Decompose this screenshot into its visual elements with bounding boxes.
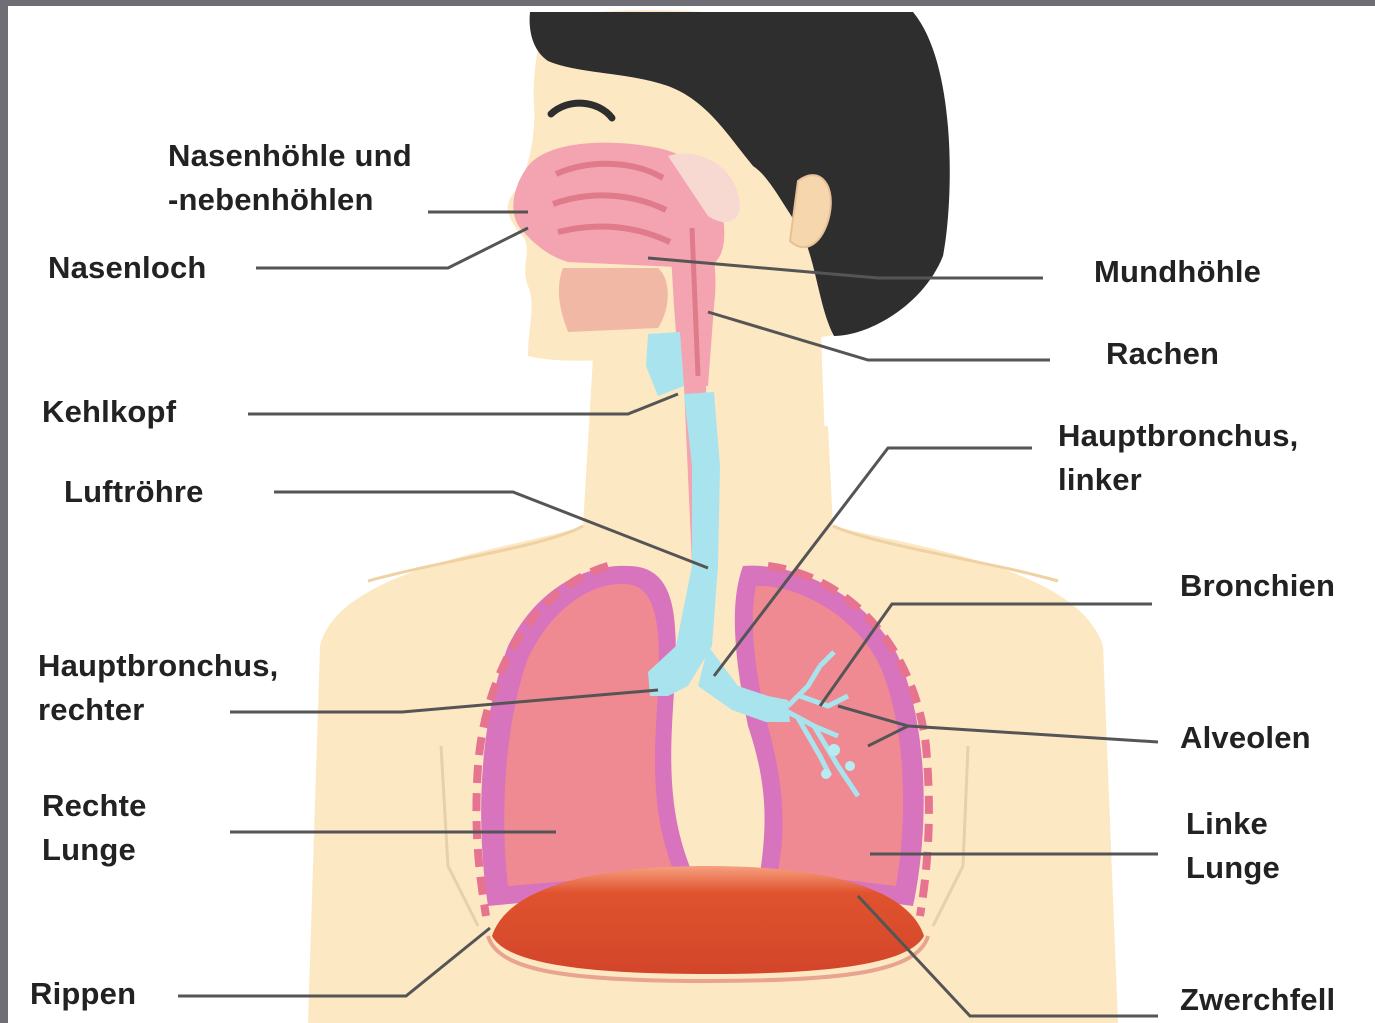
label-nasenloch: Nasenloch bbox=[48, 246, 207, 290]
label-hauptbronchus-rechter-line-2: rechter bbox=[38, 688, 278, 732]
leader-nasenloch bbox=[256, 228, 528, 268]
label-alveolen: Alveolen bbox=[1180, 716, 1311, 760]
label-rippen-line-1: Rippen bbox=[30, 972, 136, 1016]
label-hauptbronchus-rechter-line-1: Hauptbronchus, bbox=[38, 644, 278, 688]
mouth-cavity-shape bbox=[559, 268, 668, 332]
label-rachen-line-1: Rachen bbox=[1106, 332, 1219, 376]
label-rechte-lunge: Rechte Lunge bbox=[42, 784, 147, 872]
label-luftroehre-line-1: Luftröhre bbox=[64, 470, 204, 514]
label-mundhoehle: Mundhöhle bbox=[1094, 250, 1261, 294]
label-rechte-lunge-line-1: Rechte bbox=[42, 784, 147, 828]
label-rechte-lunge-line-2: Lunge bbox=[42, 828, 147, 872]
label-nasenhoehle-line-1: Nasenhöhle und bbox=[168, 134, 412, 178]
label-nasenhoehle-line-2: -nebenhöhlen bbox=[168, 178, 412, 222]
label-linke-lunge: Linke Lunge bbox=[1186, 802, 1280, 890]
label-hauptbronchus-linker-line-2: linker bbox=[1058, 458, 1298, 502]
label-zwerchfell: Zwerchfell bbox=[1180, 978, 1335, 1022]
label-alveolen-line-1: Alveolen bbox=[1180, 716, 1311, 760]
label-luftroehre: Luftröhre bbox=[64, 470, 204, 514]
label-linke-lunge-line-2: Lunge bbox=[1186, 846, 1280, 890]
respiratory-diagram: Nasenhöhle und -nebenhöhlen Nasenloch Ke… bbox=[8, 6, 1375, 1023]
label-zwerchfell-line-1: Zwerchfell bbox=[1180, 978, 1335, 1022]
label-bronchien: Bronchien bbox=[1180, 564, 1335, 608]
label-nasenhoehle: Nasenhöhle und -nebenhöhlen bbox=[168, 134, 412, 222]
label-hauptbronchus-linker-line-1: Hauptbronchus, bbox=[1058, 414, 1298, 458]
label-mundhoehle-line-1: Mundhöhle bbox=[1094, 250, 1261, 294]
label-kehlkopf-line-1: Kehlkopf bbox=[42, 390, 176, 434]
label-rachen: Rachen bbox=[1106, 332, 1219, 376]
label-hauptbronchus-linker: Hauptbronchus, linker bbox=[1058, 414, 1298, 502]
label-rippen: Rippen bbox=[30, 972, 136, 1016]
label-kehlkopf: Kehlkopf bbox=[42, 390, 176, 434]
label-hauptbronchus-rechter: Hauptbronchus, rechter bbox=[38, 644, 278, 732]
label-linke-lunge-line-1: Linke bbox=[1186, 802, 1280, 846]
label-bronchien-line-1: Bronchien bbox=[1180, 564, 1335, 608]
label-nasenloch-line-1: Nasenloch bbox=[48, 246, 207, 290]
